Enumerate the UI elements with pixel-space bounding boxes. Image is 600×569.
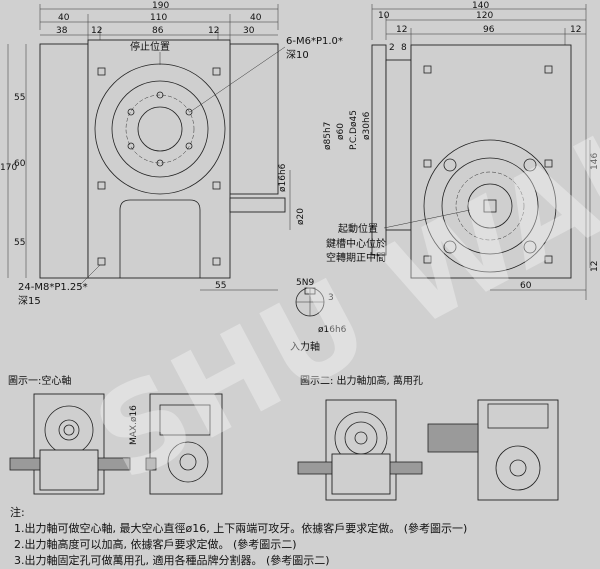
dim-55-bot: 55	[14, 238, 25, 248]
dim-86: 86	[152, 26, 164, 36]
start-position-label: 起動位置	[338, 222, 378, 235]
dim-12-left: 12	[91, 26, 102, 36]
max-diameter-label: MAX.ø16	[129, 405, 139, 445]
input-shaft-detail: 5N9 3 ø16h6 入力軸	[290, 278, 347, 353]
shaft-keyway: 5N9	[296, 278, 314, 288]
right-wing	[229, 43, 279, 195]
mounting-holes	[97, 67, 221, 266]
figure-2: 圖示二: 出力軸加高, 萬用孔	[297, 374, 559, 501]
side-view: 140 10 120 12 96 12 2 8	[323, 1, 600, 300]
dim-120: 120	[476, 11, 493, 21]
notes-block: 注: 1.出力軸可做空心軸, 最大空心直徑ø16, 上下兩端可攻牙。依據客戶要求…	[10, 505, 467, 567]
dim-85: ø85h7	[323, 122, 333, 150]
note-3: 3.出力軸固定孔可做萬用孔, 適用各種品牌分割器。 (參考圖示二)	[14, 553, 330, 567]
side-mount-holes	[423, 65, 553, 264]
stop-position-label: 停止位置	[130, 40, 170, 53]
dim-12a: 12	[396, 25, 407, 35]
dim-140: 140	[472, 1, 489, 11]
dim-190: 190	[152, 1, 169, 11]
dim-55-bottom: 55	[215, 281, 226, 291]
dim-10: 10	[378, 11, 390, 21]
dim-8: 8	[401, 43, 407, 53]
note-1: 1.出力軸可做空心軸, 最大空心直徑ø16, 上下兩端可攻牙。依據客戶要求定做。…	[14, 521, 467, 535]
dim-146: 146	[590, 153, 600, 170]
flange-slots	[443, 158, 537, 254]
dim-20: ø20	[296, 208, 306, 225]
dim-30: ø30h6	[362, 111, 372, 140]
input-flange	[423, 139, 557, 273]
input-shaft-label: 入力軸	[290, 340, 320, 353]
top-holes-depth: 深10	[286, 49, 309, 61]
dim-40-right: 40	[250, 13, 262, 23]
keyway-note-2: 空轉期正中間	[326, 251, 386, 264]
dim-96: 96	[483, 25, 495, 35]
shaft-diameter: ø16h6	[318, 325, 347, 335]
dim-110: 110	[150, 13, 167, 23]
left-wing	[39, 43, 89, 279]
dim-38: 38	[56, 26, 68, 36]
dim-60-left: 60	[14, 159, 26, 169]
top-holes-label: 6-M6*P1.0*	[286, 36, 343, 47]
keyway-note-1: 鍵槽中心位於	[326, 237, 386, 250]
dim-55-top: 55	[14, 93, 25, 103]
dim-2: 2	[389, 43, 395, 53]
hub-section	[385, 59, 412, 231]
front-view: 190 40 110 40 38 12 86 12 30	[0, 1, 343, 307]
shaft-stub	[229, 197, 286, 213]
main-flange	[87, 39, 231, 279]
side-housing	[410, 44, 572, 279]
dim-40-left: 40	[58, 13, 70, 23]
disc-holes	[127, 91, 193, 167]
figure-1: 圖示一:空心軸 MAX.ø16	[8, 374, 223, 495]
note-2: 2.出力軸高度可以加高, 依據客戶要求定做。 (參考圖示二)	[14, 537, 297, 551]
dim-30: 30	[243, 26, 255, 36]
bottom-holes-depth: 深15	[18, 295, 41, 307]
bottom-holes-label: 24-M8*P1.25*	[18, 282, 88, 293]
figure-1-caption: 圖示一:空心軸	[8, 374, 71, 387]
dim-60-bottom: 60	[520, 281, 532, 291]
notes-title: 注:	[10, 505, 25, 519]
dim-60-side: ø60	[336, 123, 346, 140]
dim-12b: 12	[570, 25, 581, 35]
dim-12-right: 12	[208, 26, 219, 36]
dim-12-right-side: 12	[590, 261, 600, 272]
dim-pcd: P.C.Dø45	[349, 110, 359, 150]
dim-h6: ø16h6	[278, 163, 288, 192]
figure-2-caption: 圖示二: 出力軸加高, 萬用孔	[300, 374, 423, 387]
shaft-depth: 3	[328, 293, 334, 303]
dim-170: 170	[0, 163, 17, 173]
